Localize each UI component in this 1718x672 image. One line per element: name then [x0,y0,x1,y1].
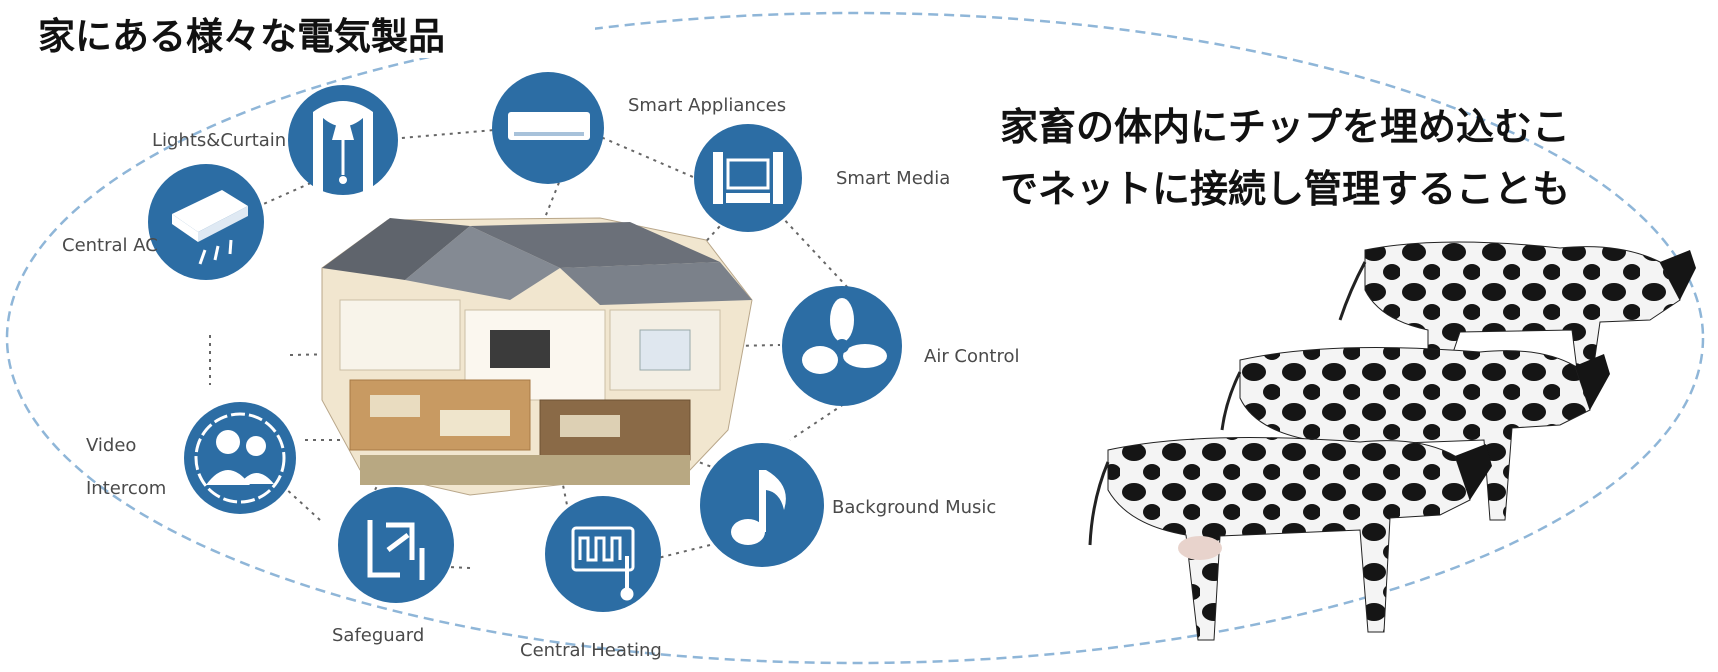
label-central-heating: Central Heating [520,640,662,661]
label-smart-appliances: Smart Appliances [628,95,787,116]
page-title: 家にある様々な電気製品 [38,15,445,58]
air-conditioner-icon [508,112,590,140]
label-safeguard: Safeguard [332,625,425,646]
label-video-intercom-line-1: Video [86,435,137,456]
heating-coil-icon [571,526,635,601]
intercom-people-icon [194,412,286,504]
music-note-icon [731,470,786,545]
livestock-caption-line-1: 家畜の体内にチップを埋め込むこ [1000,105,1571,149]
smart-house-illustration [321,217,753,496]
cow-front [1088,437,1492,641]
fan-icon [802,298,887,374]
label-air-control: Air Control [924,346,1020,367]
ceiling-ac-icon [172,190,248,265]
label-central-ac: Central AC [62,235,158,256]
lamp-curtain-icon [313,101,373,192]
livestock-caption-line-2: でネットに接続し管理することも [1000,167,1571,211]
label-background-music: Background Music [832,497,997,518]
livestock-caption: 家畜の体内にチップを埋め込むこ でネットに接続し管理することも [1000,96,1570,220]
tv-speakers-icon [713,152,783,204]
label-smart-media: Smart Media [836,168,951,189]
device-icon-circles [148,72,902,612]
title-backdrop [0,0,595,58]
dashed-boundary-ellipse [5,11,1705,665]
cows-illustration [1088,241,1696,641]
label-video-intercom-line-2: Intercom [86,478,167,499]
label-lights-curtain: Lights&Curtain [152,130,287,151]
safeguard-icon [367,520,425,580]
